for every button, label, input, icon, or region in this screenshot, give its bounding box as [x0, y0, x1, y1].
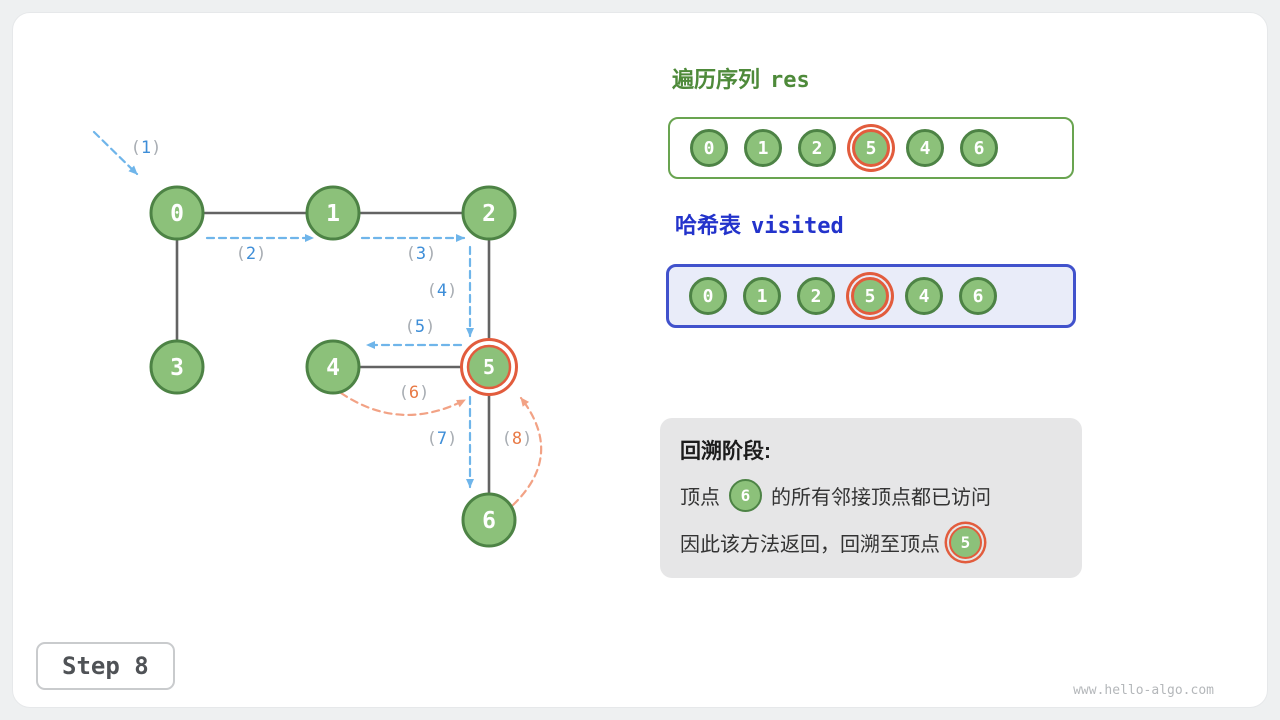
step-badge-label: Step 8: [62, 652, 149, 680]
res-title-zh: 遍历序列: [672, 67, 761, 92]
vertex-chip-1: 1: [743, 277, 781, 315]
vertex-chip-5: 5: [852, 129, 890, 167]
vertex-chip-6: 6: [960, 129, 998, 167]
res-title-code: res: [770, 68, 810, 93]
visited-title-zh: 哈希表: [675, 213, 742, 238]
info-line1-post: 的所有邻接顶点都已访问: [771, 487, 991, 509]
visited-panel-title: 哈希表 visited: [675, 208, 844, 240]
inline-vertex-5-highlighted: 5: [949, 526, 982, 559]
vertex-chip-5: 5: [851, 277, 889, 315]
step-badge: Step 8: [36, 642, 175, 690]
vertex-chip-6: 6: [959, 277, 997, 315]
vertex-chip-4: 4: [906, 129, 944, 167]
watermark: www.hello-algo.com: [1073, 683, 1214, 698]
res-panel-title: 遍历序列 res: [672, 62, 810, 94]
backtrack-info-box: 回溯阶段: 顶点 6 的所有邻接顶点都已访问 因此该方法返回，回溯至顶点 5: [660, 418, 1082, 578]
main-card: [12, 12, 1268, 708]
vertex-chip-4: 4: [905, 277, 943, 315]
backtrack-info-title: 回溯阶段:: [680, 440, 771, 463]
vertex-chip-2: 2: [798, 129, 836, 167]
info-line1-pre: 顶点: [680, 487, 720, 509]
backtrack-info-line-2: 因此该方法返回，回溯至顶点 5: [680, 526, 1062, 559]
vertex-chip-2: 2: [797, 277, 835, 315]
visited-title-code: visited: [751, 214, 844, 239]
vertex-chip-1: 1: [744, 129, 782, 167]
vertex-chip-0: 0: [689, 277, 727, 315]
info-line2-pre: 因此该方法返回，回溯至顶点: [680, 534, 940, 556]
inline-vertex-6: 6: [729, 479, 762, 512]
backtrack-info-line-1: 顶点 6 的所有邻接顶点都已访问: [680, 479, 1062, 512]
vertex-chip-0: 0: [690, 129, 728, 167]
